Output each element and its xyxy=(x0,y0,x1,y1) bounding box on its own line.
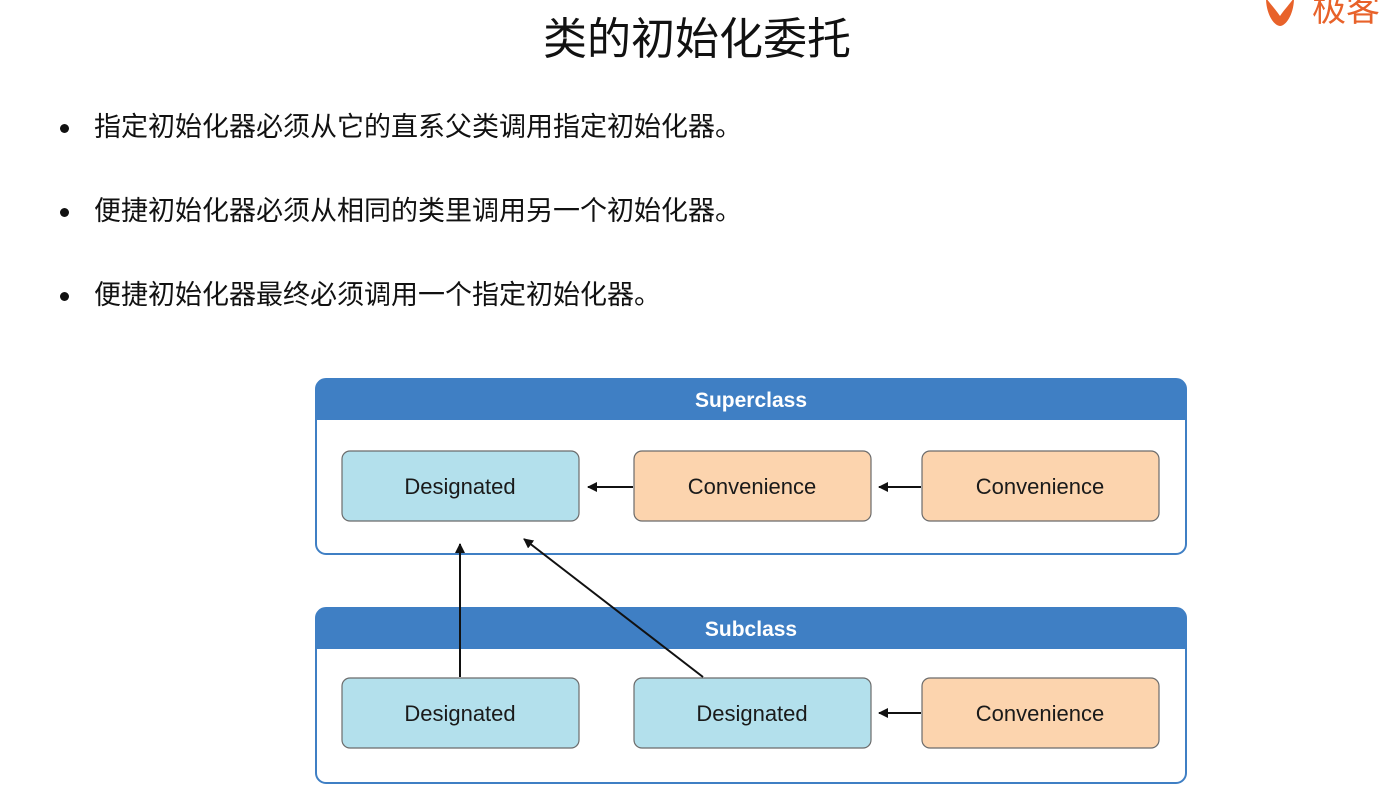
arrow-sub-designated2-to-super-designated xyxy=(523,538,704,678)
superclass-convenience-node xyxy=(633,450,872,522)
logo-mark-icon xyxy=(1266,0,1294,26)
bullet-item: 便捷初始化器最终必须调用一个指定初始化器。 xyxy=(60,274,742,358)
bullet-icon xyxy=(60,208,69,217)
slide-title: 类的初始化委托 xyxy=(543,14,851,65)
logo-text: 极客 xyxy=(1312,0,1380,30)
bullet-item: 便捷初始化器必须从相同的类里调用另一个初始化器。 xyxy=(60,190,742,274)
superclass-designated-label: Designated xyxy=(404,474,515,499)
bullet-text: 便捷初始化器最终必须调用一个指定初始化器。 xyxy=(94,280,661,311)
subclass-convenience-node xyxy=(921,677,1160,749)
superclass-panel: Superclass Designated Convenience Conven… xyxy=(315,378,1187,555)
bullet-text: 便捷初始化器必须从相同的类里调用另一个初始化器。 xyxy=(94,196,742,227)
bullet-item: 指定初始化器必须从它的直系父类调用指定初始化器。 xyxy=(60,106,742,190)
subclass-designated-node xyxy=(341,677,580,749)
subclass-panel: Subclass Designated Designated Convenien… xyxy=(315,607,1187,784)
superclass-header xyxy=(316,379,1186,420)
subclass-designated-label: Designated xyxy=(404,701,515,726)
subclass-designated-label-2: Designated xyxy=(696,701,807,726)
superclass-convenience-label-2: Convenience xyxy=(976,474,1104,499)
bullet-list: 指定初始化器必须从它的直系父类调用指定初始化器。 便捷初始化器必须从相同的类里调… xyxy=(60,106,742,358)
subclass-designated-node-2 xyxy=(633,677,872,749)
subclass-convenience-label: Convenience xyxy=(976,701,1104,726)
superclass-convenience-label: Convenience xyxy=(688,474,816,499)
subclass-title: Subclass xyxy=(705,618,797,641)
subclass-header xyxy=(316,608,1186,649)
superclass-designated-node xyxy=(341,450,580,522)
bullet-text: 指定初始化器必须从它的直系父类调用指定初始化器。 xyxy=(94,112,742,143)
bullet-icon xyxy=(60,292,69,301)
superclass-convenience-node-2 xyxy=(921,450,1160,522)
brand-logo: 极客 xyxy=(1254,0,1394,32)
superclass-title: Superclass xyxy=(695,389,807,412)
bullet-icon xyxy=(60,124,69,133)
